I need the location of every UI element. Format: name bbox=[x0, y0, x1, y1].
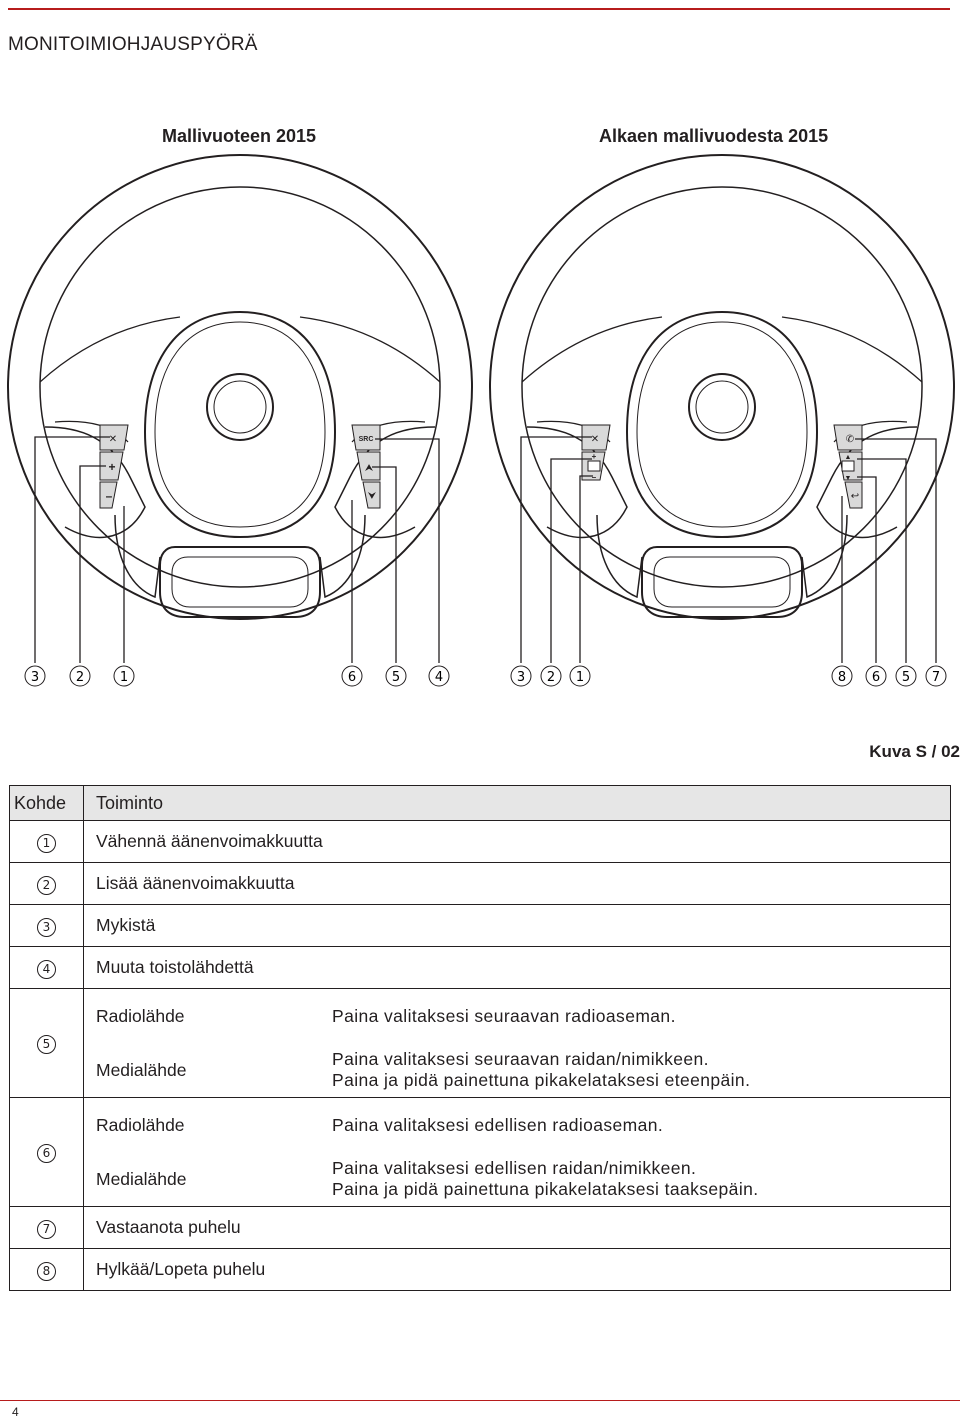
source-description: Paina valitaksesi seuraavan radioaseman. bbox=[332, 1005, 676, 1026]
callout-number: 6 bbox=[872, 670, 880, 685]
figure-caption: Kuva S / 02 bbox=[869, 742, 960, 761]
right-wheel-buttons: ✕ + – ✆ ▲ ▼ ↩ bbox=[581, 424, 863, 509]
table-row: 5 Radiolähde Paina valitaksesi seuraavan… bbox=[9, 988, 951, 1098]
left-callouts: 3 2 1 6 5 4 bbox=[24, 665, 450, 687]
callout-number: 1 bbox=[120, 670, 128, 685]
callout-number: 7 bbox=[932, 670, 940, 685]
function-text: Vähennä äänenvoimakkuutta bbox=[83, 820, 951, 863]
callout-number: 3 bbox=[31, 670, 39, 685]
callout-number: 8 bbox=[838, 670, 846, 685]
item-number: 4 bbox=[37, 959, 56, 979]
next-icon: ⮝ bbox=[365, 463, 374, 474]
right-leader-lines bbox=[520, 436, 937, 663]
function-text: Lisää äänenvoimakkuutta bbox=[83, 862, 951, 905]
callout-number: 6 bbox=[348, 670, 356, 685]
callout-number: 1 bbox=[576, 670, 584, 685]
menu-icon bbox=[841, 460, 855, 472]
item-number: 1 bbox=[37, 833, 56, 853]
table-row: 6 Radiolähde Paina valitaksesi edellisen… bbox=[9, 1097, 951, 1207]
source-description: Paina valitaksesi edellisen radioaseman. bbox=[332, 1114, 664, 1135]
callout-number: 3 bbox=[517, 670, 525, 685]
table-row: 1 Vähennä äänenvoimakkuutta bbox=[9, 820, 951, 863]
table-row: 3 Mykistä bbox=[9, 904, 951, 947]
callout-number: 4 bbox=[435, 670, 443, 685]
source-description: Paina valitaksesi seuraavan raidan/nimik… bbox=[332, 1049, 751, 1090]
table-row: 2 Lisää äänenvoimakkuutta bbox=[9, 862, 951, 905]
controls-table: Kohde Toiminto 1 Vähennä äänenvoimakkuut… bbox=[9, 785, 951, 1291]
steering-wheel-figure: ✕ + – SRC ⮝ ⮟ ✕ + – ✆ ▲ ▼ ↩ bbox=[7, 154, 955, 687]
table-row: 8 Hylkää/Lopeta puhelu bbox=[9, 1248, 951, 1291]
callout-number: 5 bbox=[392, 670, 400, 685]
item-number: 8 bbox=[37, 1261, 56, 1281]
item-number: 2 bbox=[37, 875, 56, 895]
page-title: MONITOIMIOHJAUSPYÖRÄ bbox=[8, 34, 258, 55]
function-text: Vastaanota puhelu bbox=[83, 1206, 951, 1249]
function-text: Hylkää/Lopeta puhelu bbox=[83, 1248, 951, 1291]
mute-icon: ✕ bbox=[109, 434, 117, 445]
previous-icon: ▼ bbox=[845, 475, 852, 482]
answer-call-icon: ✆ bbox=[846, 434, 854, 445]
volume-up-icon: + bbox=[592, 452, 597, 461]
callout-number: 2 bbox=[76, 670, 84, 685]
previous-icon: ⮟ bbox=[368, 491, 377, 502]
next-icon: ▲ bbox=[845, 454, 852, 461]
menu-icon bbox=[587, 460, 601, 472]
end-call-icon: ↩ bbox=[851, 491, 859, 502]
volume-down-icon: – bbox=[592, 473, 597, 482]
bottom-rule bbox=[0, 1400, 960, 1401]
column-header-item: Kohde bbox=[9, 785, 84, 821]
source-label: Radiolähde bbox=[96, 1114, 185, 1135]
left-wheel-buttons: ✕ + – SRC ⮝ ⮟ bbox=[99, 424, 381, 509]
source-description: Paina valitaksesi edellisen raidan/nimik… bbox=[332, 1158, 759, 1199]
volume-down-icon: – bbox=[106, 489, 113, 503]
source-label: Medialähde bbox=[96, 1059, 187, 1080]
callout-number: 5 bbox=[902, 670, 910, 685]
source-label: Radiolähde bbox=[96, 1005, 185, 1026]
right-callouts: 3 2 1 8 6 5 7 bbox=[510, 665, 947, 687]
item-number: 7 bbox=[37, 1219, 56, 1239]
column-header-function: Toiminto bbox=[83, 785, 951, 821]
function-text: Muuta toistolähdettä bbox=[83, 946, 951, 989]
source-label: Medialähde bbox=[96, 1168, 187, 1189]
top-rule bbox=[8, 8, 950, 10]
mute-icon: ✕ bbox=[591, 434, 599, 445]
table-row: 7 Vastaanota puhelu bbox=[9, 1206, 951, 1249]
table-row: 4 Muuta toistolähdettä bbox=[9, 946, 951, 989]
volume-up-icon: + bbox=[108, 460, 115, 474]
item-number: 6 bbox=[37, 1144, 56, 1163]
callout-number: 2 bbox=[547, 670, 555, 685]
left-figure-title: Mallivuoteen 2015 bbox=[162, 126, 317, 146]
item-number: 5 bbox=[37, 1035, 56, 1054]
function-text: Mykistä bbox=[83, 904, 951, 947]
page-number: 4 bbox=[12, 1405, 19, 1419]
right-figure-title: Alkaen mallivuodesta 2015 bbox=[599, 126, 829, 146]
source-button-label: SRC bbox=[359, 436, 374, 443]
item-number: 3 bbox=[37, 917, 56, 937]
table-header-row: Kohde Toiminto bbox=[9, 785, 951, 821]
left-leader-lines bbox=[34, 436, 440, 663]
